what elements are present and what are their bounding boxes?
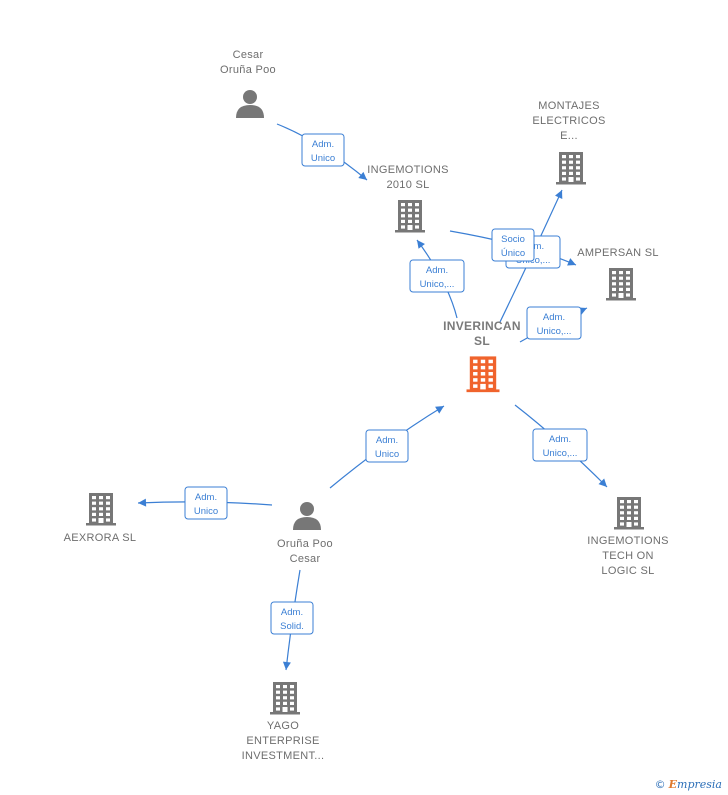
node-label-line: Oruña Poo bbox=[277, 538, 333, 550]
building-icon bbox=[614, 497, 644, 530]
edge-label[interactable]: Adm. Unico,... bbox=[532, 428, 588, 462]
arrow-head bbox=[417, 240, 425, 249]
node-label-line: Cesar bbox=[233, 49, 264, 61]
arrow-head bbox=[555, 190, 563, 199]
node-label-line: MONTAJES bbox=[538, 100, 599, 112]
building-icon bbox=[606, 268, 636, 301]
building-icon bbox=[466, 356, 500, 393]
edge-label-line: Adm. bbox=[549, 434, 571, 445]
node-label-line: TECH ON bbox=[602, 550, 654, 562]
node-label-line: LOGIC SL bbox=[601, 565, 654, 577]
node-label-line: 2010 SL bbox=[386, 179, 429, 191]
edge-label-line: Unico,... bbox=[420, 279, 455, 290]
edge-label-line: Adm. bbox=[543, 312, 565, 323]
edge-label[interactable]: Adm. Unico bbox=[184, 486, 228, 520]
node-label-line: Oruña Poo bbox=[220, 64, 276, 76]
node-aexrora[interactable]: AEXRORA SL bbox=[64, 493, 137, 544]
edge-label-line: Solid. bbox=[280, 621, 304, 632]
edge-label-line: Unico bbox=[375, 449, 399, 460]
edge-label-line: Unico bbox=[194, 506, 218, 517]
edge-labels-layer: Adm.UnicoAdm.Unico,...Adm.Unico,...Socio… bbox=[184, 133, 588, 635]
building-icon bbox=[395, 200, 425, 233]
edge-label[interactable]: Adm. Unico,... bbox=[526, 306, 582, 340]
edge-label-line: Unico,... bbox=[543, 448, 578, 459]
edge-label[interactable]: Adm. Unico bbox=[365, 429, 409, 463]
edges-layer bbox=[137, 123, 608, 671]
node-label-line: YAGO bbox=[267, 720, 299, 732]
arrow-head bbox=[567, 258, 576, 266]
edge-label-line: Adm. bbox=[281, 607, 303, 618]
arrow-head bbox=[598, 478, 607, 487]
node-label-line: Cesar bbox=[290, 553, 321, 565]
node-ingemotions2010[interactable]: INGEMOTIONS 2010 SL bbox=[367, 164, 449, 233]
building-icon bbox=[270, 682, 300, 715]
building-icon bbox=[86, 493, 116, 526]
edge-label[interactable]: Adm. Unico bbox=[301, 133, 345, 167]
edge-label-line: Socio bbox=[501, 234, 525, 245]
person-icon bbox=[293, 502, 321, 530]
edge-label-line: Adm. bbox=[426, 265, 448, 276]
person-icon bbox=[236, 90, 264, 118]
arrow-head bbox=[358, 171, 367, 180]
node-label-line: INVESTMENT... bbox=[242, 750, 325, 762]
brand-name: mpresia bbox=[677, 778, 722, 791]
node-label-line: INVERINCAN bbox=[443, 319, 521, 333]
node-label-line: SL bbox=[474, 334, 490, 348]
edge-label-line: Único bbox=[501, 248, 525, 259]
empresia-watermark: ©Empresia bbox=[655, 778, 722, 791]
node-montajes[interactable]: MONTAJES ELECTRICOS E... bbox=[532, 100, 605, 185]
node-ampersan[interactable]: AMPERSAN SL bbox=[577, 247, 659, 301]
node-label-line: ENTERPRISE bbox=[246, 735, 319, 747]
arrow-head bbox=[282, 661, 291, 670]
node-label-line: INGEMOTIONS bbox=[367, 164, 449, 176]
node-yago[interactable]: YAGO ENTERPRISE INVESTMENT... bbox=[242, 682, 325, 762]
edge-label[interactable]: Adm. Unico,... bbox=[409, 259, 465, 293]
node-ingemotionstech[interactable]: INGEMOTIONS TECH ON LOGIC SL bbox=[587, 497, 669, 577]
edge-label-line: Adm. bbox=[376, 435, 398, 446]
node-label-line: E... bbox=[560, 130, 578, 142]
copyright-symbol: © bbox=[654, 778, 666, 791]
arrow-head bbox=[435, 406, 444, 414]
edge-label-line: Adm. bbox=[312, 139, 334, 150]
node-label-line: ELECTRICOS bbox=[532, 115, 605, 127]
edge-label-line: Unico bbox=[311, 153, 335, 164]
edge-label[interactable]: Adm. Solid. bbox=[270, 601, 314, 635]
arrow-head bbox=[138, 498, 147, 507]
brand-initial: E bbox=[668, 778, 678, 791]
edge-label-line: Unico,... bbox=[537, 326, 572, 337]
edge-label-line: Adm. bbox=[195, 492, 217, 503]
node-label-line: AEXRORA SL bbox=[64, 532, 137, 544]
building-icon bbox=[556, 152, 586, 185]
node-label-line: INGEMOTIONS bbox=[587, 535, 669, 547]
node-label-line: AMPERSAN SL bbox=[577, 247, 659, 259]
